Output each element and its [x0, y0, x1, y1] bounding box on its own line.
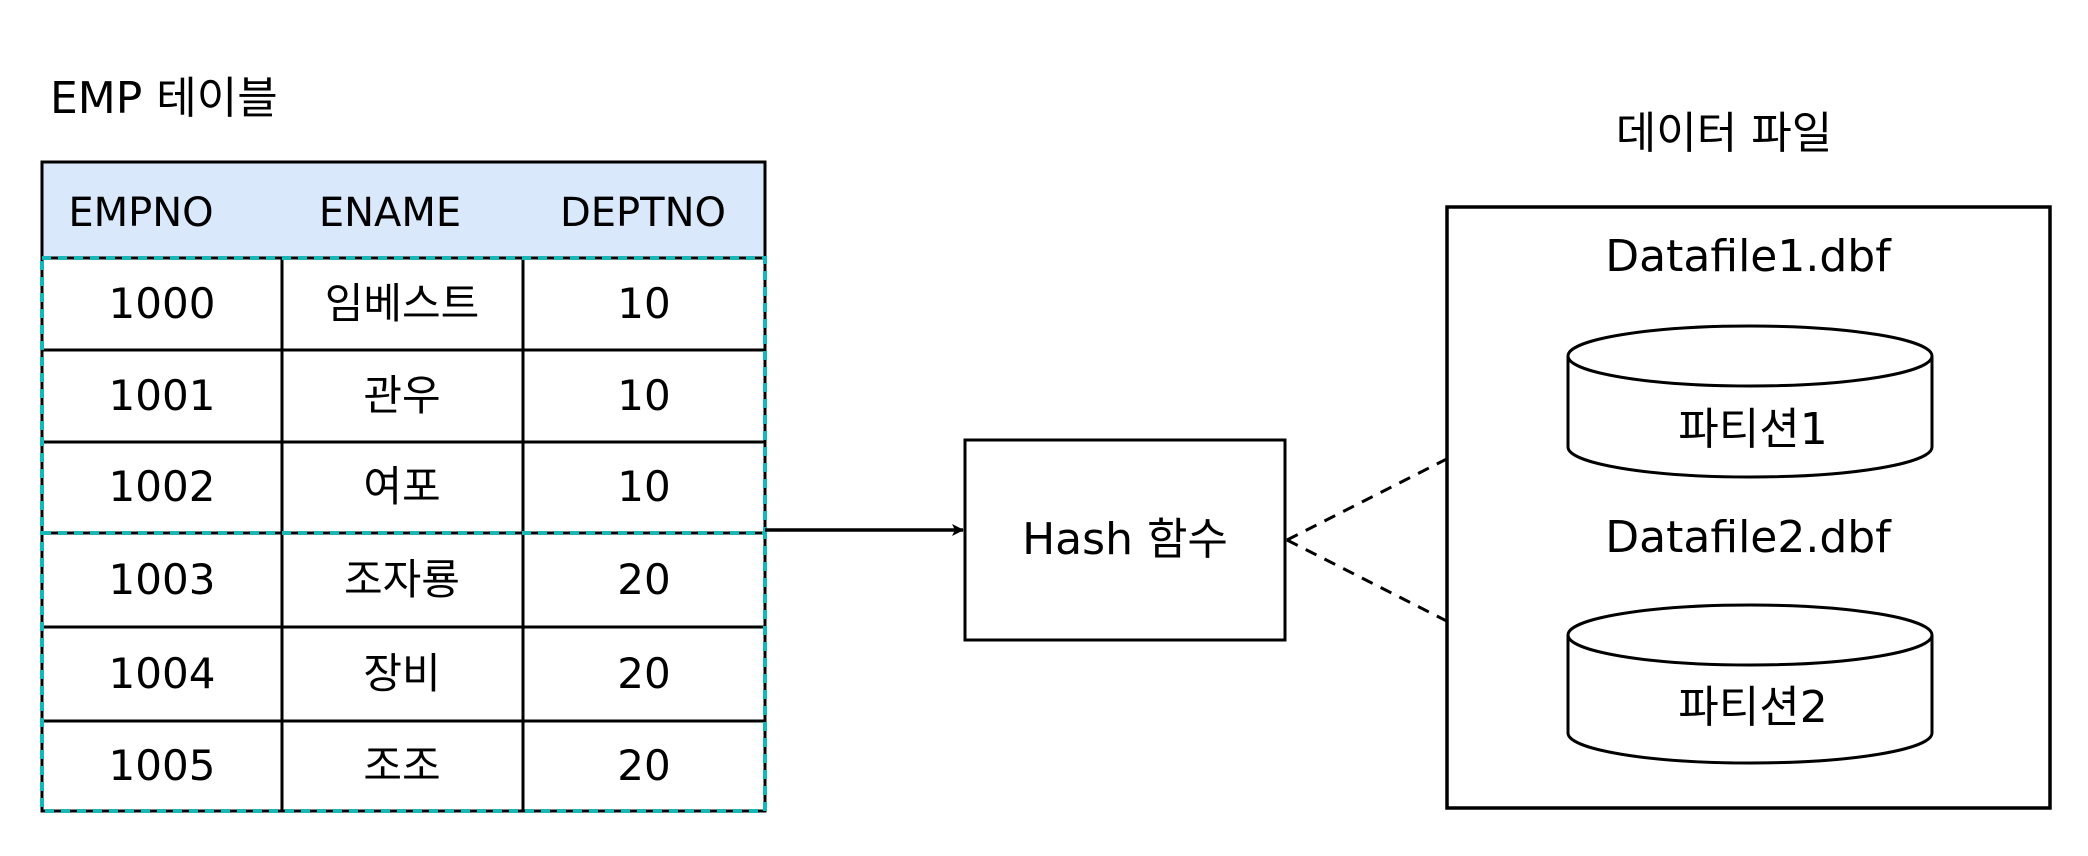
- emp-table: EMPNO ENAME DEPTNO 1000 임베스트 10 1001 관우 …: [40, 160, 767, 813]
- cell-ename: 장비: [363, 649, 440, 698]
- cell-empno: 1000: [109, 279, 216, 328]
- cell-deptno: 20: [617, 649, 670, 698]
- table-row: 1003 조자룡 20: [109, 555, 671, 604]
- table-title: EMP 테이블: [50, 73, 278, 124]
- table-header-bg: [40, 160, 767, 260]
- table-row: 1002 여포 10: [109, 462, 671, 511]
- hash-function-box: [963, 438, 1287, 642]
- cell-ename: 여포: [363, 462, 440, 511]
- cell-empno: 1003: [109, 555, 216, 604]
- dept10-group-outline: [40, 256, 767, 535]
- datafiles-container: [1445, 205, 2052, 810]
- cell-empno: 1004: [109, 649, 216, 698]
- cell-ename: 조조: [363, 741, 440, 790]
- cell-deptno: 10: [617, 462, 670, 511]
- cell-deptno: 10: [617, 371, 670, 420]
- column-header-ename: ENAME: [319, 190, 461, 236]
- table-row: 1005 조조 20: [109, 741, 671, 790]
- cell-deptno: 20: [617, 741, 670, 790]
- cell-deptno: 10: [617, 279, 670, 328]
- cell-empno: 1002: [109, 462, 216, 511]
- datafiles-title: 데이터 파일: [1616, 108, 1832, 159]
- datafile1-label: Datafile1.dbf: [1605, 231, 1892, 282]
- cell-deptno: 20: [617, 555, 670, 604]
- partition1-cylinder: 파티션1: [1566, 324, 1934, 479]
- cell-ename: 관우: [363, 371, 440, 420]
- cell-ename: 조자룡: [344, 555, 460, 604]
- table-row: 1004 장비 20: [109, 649, 671, 698]
- datafile2-label: Datafile2.dbf: [1605, 512, 1892, 563]
- partition2-label: 파티션2: [1678, 682, 1827, 733]
- table-body: [40, 256, 767, 813]
- column-header-deptno: DEPTNO: [560, 190, 726, 236]
- partition2-cylinder: 파티션2: [1566, 603, 1934, 765]
- table-row: 1000 임베스트 10: [109, 279, 671, 328]
- column-header-empno: EMPNO: [68, 190, 213, 236]
- cell-empno: 1001: [109, 371, 216, 420]
- partition1-label: 파티션1: [1678, 404, 1827, 455]
- table-row: 1001 관우 10: [109, 371, 671, 420]
- dept20-group-outline: [40, 531, 767, 813]
- hash-function-label: Hash 함수: [1022, 514, 1228, 565]
- cell-ename: 임베스트: [325, 279, 480, 328]
- cell-empno: 1005: [109, 741, 216, 790]
